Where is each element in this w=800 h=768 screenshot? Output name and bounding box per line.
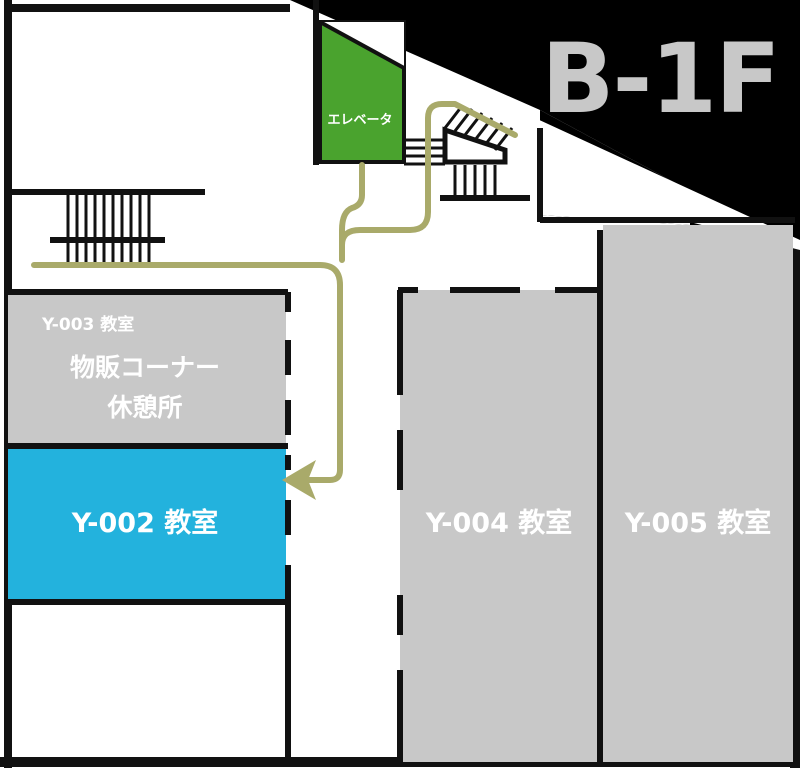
- room-y003[interactable]: [8, 292, 286, 444]
- route-path: [31, 101, 518, 483]
- room-y004[interactable]: [400, 290, 598, 762]
- route-arrowhead: [282, 460, 316, 500]
- room-y005-label: Y-005 教室: [624, 507, 772, 539]
- room-y003-label: Y-003 教室: [41, 314, 134, 335]
- room-y004-walls: [397, 230, 603, 762]
- floor-label: B-1F: [541, 23, 778, 135]
- room-y005[interactable]: [603, 225, 793, 762]
- room-y002[interactable]: [8, 449, 286, 601]
- upper-right-block: [405, 62, 800, 250]
- room-y003-subtitle-1: 物販コーナー: [70, 353, 220, 382]
- elevator-diagonal: [319, 20, 405, 70]
- room-y002-label: Y-002 教室: [71, 507, 219, 539]
- exterior-area: [290, 0, 800, 250]
- room-y004-label: Y-004 教室: [425, 507, 573, 539]
- stairs-left: [8, 189, 205, 265]
- room-y003-subtitle-2: 休憩所: [106, 393, 182, 422]
- elevator-label: エレベータ: [327, 113, 392, 128]
